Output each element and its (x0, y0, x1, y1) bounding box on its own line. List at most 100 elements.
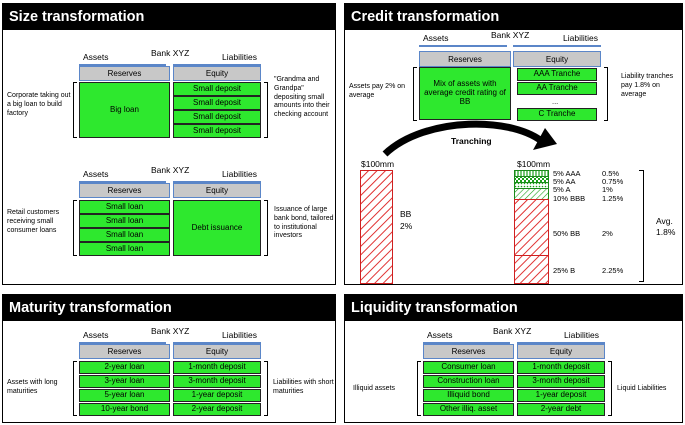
right-note: Liabilities with short maturities (273, 379, 334, 395)
panel-title: Liquidity transformation (345, 295, 682, 321)
left-note: Assets pay 2% on average (349, 83, 406, 99)
equity-header: Equity (517, 344, 605, 359)
divider-line (419, 45, 507, 47)
liabilities-label: Liabilities (222, 169, 257, 179)
right-note: Issuance of large bank bond, tailored to… (274, 206, 334, 240)
credit-transformation-panel: Credit transformation Assets Bank XYZ Li… (344, 3, 683, 285)
divider-line (79, 64, 166, 66)
asset-cell: Consumer loan (423, 361, 514, 374)
liabilities-label: Liabilities (222, 330, 257, 340)
liability-cell: 1-month deposit (517, 361, 605, 374)
left-bracket (73, 200, 77, 256)
deposit-cell: Small deposit (173, 96, 261, 110)
divider-line (173, 64, 261, 66)
tranche-yield: 2.25% (602, 266, 624, 275)
tranche-cell: C Tranche (517, 108, 597, 121)
bank-label: Bank XYZ (493, 326, 532, 336)
left-bracket (73, 361, 77, 416)
right-bracket (608, 361, 612, 416)
equity-header: Equity (173, 183, 261, 198)
debt-issuance-cell: Debt issuance (173, 200, 261, 256)
liquidity-transformation-panel: Liquidity transformation Assets Bank XYZ… (344, 294, 683, 423)
tranche-label: 10% BBB (553, 194, 586, 203)
divider-line (517, 342, 605, 344)
asset-cell: Illiquid bond (423, 389, 514, 402)
tranche-yield: 1% (602, 185, 613, 194)
right-note: Liability tranches pay 1.8% on average (621, 73, 674, 98)
liability-cell: 1-year deposit (173, 389, 261, 402)
asset-cell: 10-year bond (79, 403, 170, 416)
tranche-yield: 0.75% (602, 177, 624, 186)
asset-cell: 5-year loan (79, 389, 170, 402)
divider-line (173, 342, 261, 344)
liability-cell: 2-year debt (517, 403, 605, 416)
equity-header: Equity (173, 344, 261, 359)
assets-label: Assets (423, 33, 449, 43)
liability-cell: 3-month deposit (173, 375, 261, 388)
right-bracket (604, 67, 608, 121)
asset-mix-cell: Mix of assets with average credit rating… (419, 67, 511, 120)
liability-cell: 1-year deposit (517, 389, 605, 402)
tranching-label: Tranching (451, 136, 492, 146)
equity-header: Equity (513, 51, 601, 67)
assets-label: Assets (427, 330, 453, 340)
tranche-label: 5% AAA (553, 169, 581, 178)
right-note: "Grandma and Grandpa" depositing small a… (274, 76, 330, 118)
panel-title: Credit transformation (345, 4, 682, 30)
tranche-label: 50% BB (553, 229, 581, 238)
reserves-header: Reserves (423, 344, 514, 359)
equity-header: Equity (173, 66, 261, 81)
right-bracket (264, 361, 268, 416)
right-bracket (264, 82, 268, 138)
tranche-label: 5% AA (553, 177, 576, 186)
deposit-cell: Small deposit (173, 110, 261, 124)
left-bracket (413, 67, 417, 121)
tranche-yield: 1.25% (602, 194, 624, 203)
right-note: Liquid Liabilities (617, 385, 667, 392)
panel-title: Size transformation (3, 4, 335, 30)
divider-line (79, 342, 166, 344)
asset-cell: 3-year loan (79, 375, 170, 388)
deposit-cell: Small deposit (173, 82, 261, 96)
divider-line (513, 45, 601, 47)
bank-label: Bank XYZ (151, 326, 190, 336)
left-bar-amount: $100mm (361, 159, 395, 169)
small-loan-cell: Small loan (79, 242, 170, 256)
liabilities-label: Liabilities (563, 33, 598, 43)
left-note: Corporate taking out a big loan to build… (7, 92, 71, 117)
left-note: Retail customers receiving small consume… (7, 209, 60, 234)
ellipsis: ... (552, 97, 559, 106)
avg-label: Avg. (656, 216, 673, 226)
tranche-cell: AA Tranche (517, 82, 597, 95)
right-bar (514, 170, 549, 284)
liabilities-label: Liabilities (222, 52, 257, 62)
deposit-cell: Small deposit (173, 124, 261, 138)
size-transformation-panel: Size transformation Assets Bank XYZ Liab… (2, 3, 336, 285)
reserves-header: Reserves (79, 183, 170, 198)
liabilities-label: Liabilities (564, 330, 599, 340)
asset-cell: Other illiq. asset (423, 403, 514, 416)
reserves-header: Reserves (79, 344, 170, 359)
left-note: Assets with long maturities (7, 379, 58, 395)
left-bar (360, 170, 393, 284)
assets-label: Assets (83, 330, 109, 340)
divider-line (423, 342, 510, 344)
tranche-yield: 2% (602, 229, 613, 238)
bank-label: Bank XYZ (151, 48, 190, 58)
left-bar-yield: 2% (400, 221, 413, 231)
left-bracket (417, 361, 421, 416)
tranche-yield: 0.5% (602, 169, 620, 178)
liability-cell: 2-year deposit (173, 403, 261, 416)
left-bracket (73, 82, 77, 138)
tranche-label: 25% B (553, 266, 576, 275)
panel-title: Maturity transformation (3, 295, 335, 321)
asset-cell: 2-year loan (79, 361, 170, 374)
assets-label: Assets (83, 52, 109, 62)
avg-value: 1.8% (656, 227, 676, 237)
right-bracket (264, 200, 268, 256)
big-loan-cell: Big loan (79, 82, 170, 138)
reserves-header: Reserves (79, 66, 170, 81)
liability-cell: 1-month deposit (173, 361, 261, 374)
assets-label: Assets (83, 169, 109, 179)
divider-line (173, 181, 261, 183)
